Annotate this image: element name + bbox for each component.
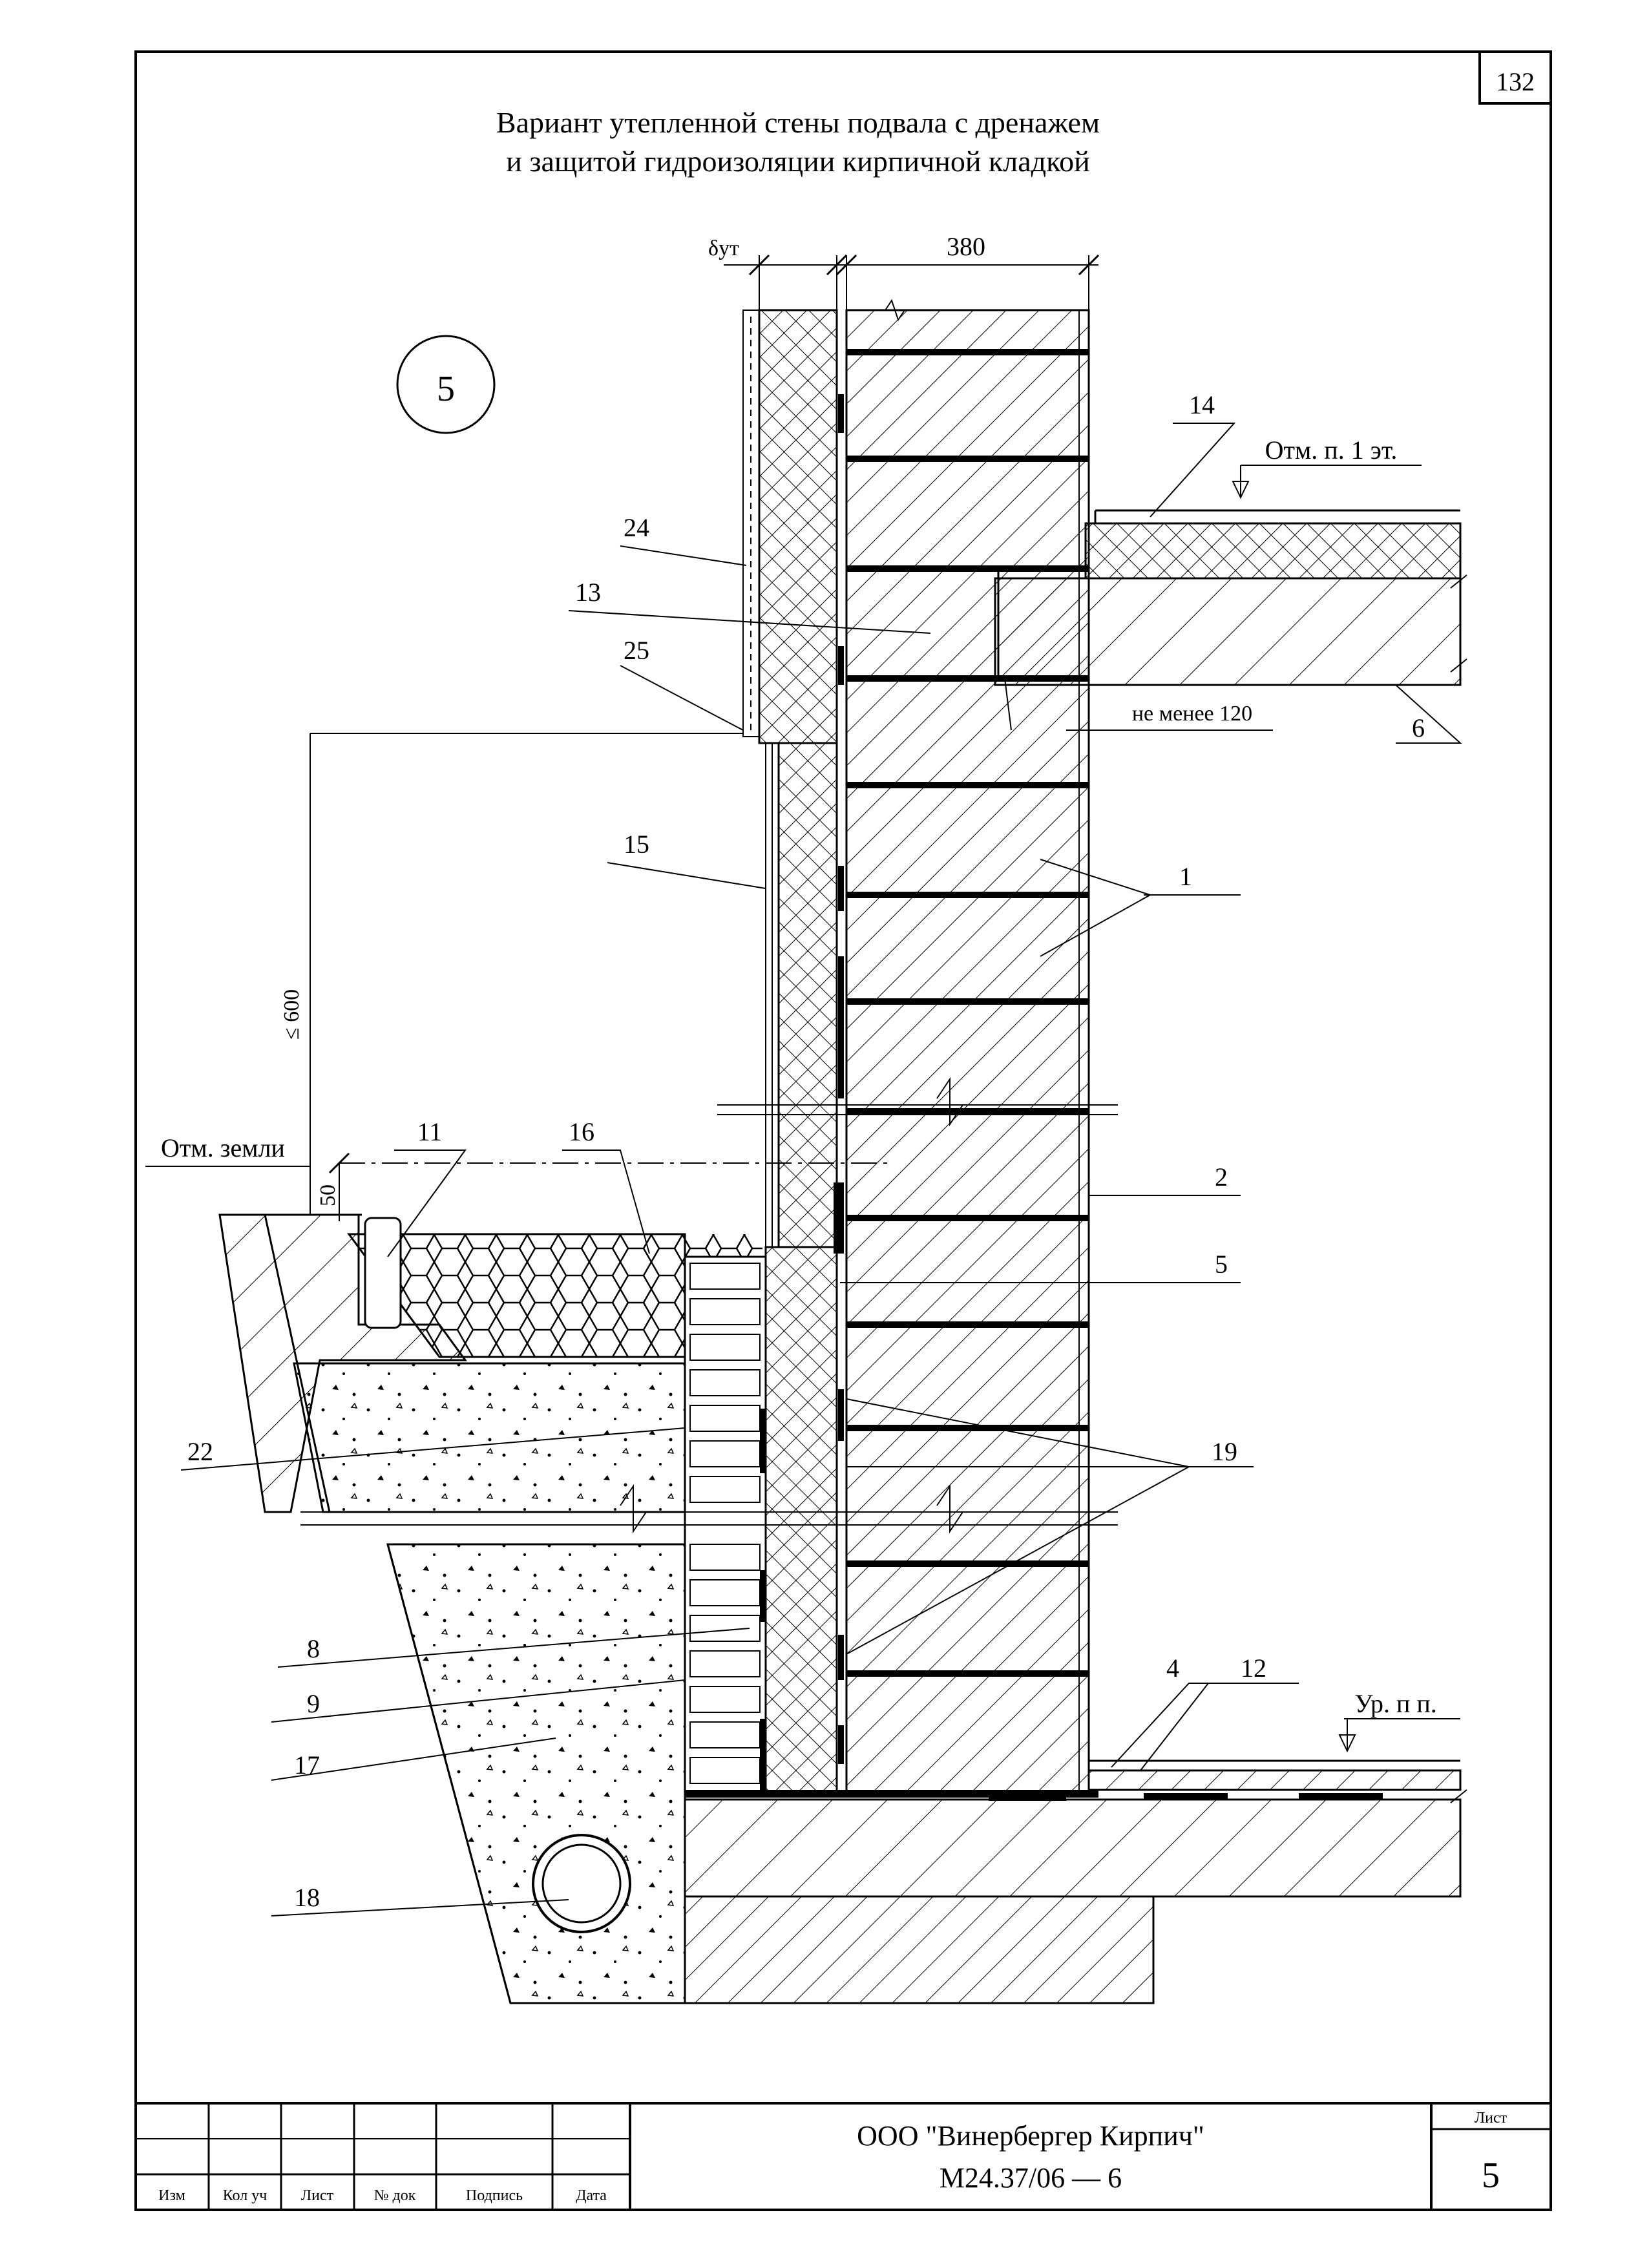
masonry-wall — [836, 309, 1090, 1794]
foundation-block — [684, 1895, 1155, 2004]
detail-marker: 5 — [396, 335, 496, 434]
basement-floor-buildup — [1087, 1769, 1462, 1791]
gravel-layer — [347, 1233, 686, 1358]
insulation-middle — [777, 742, 838, 1248]
level-ground: Отм. земли — [161, 1133, 285, 1162]
tb-col-rev: Изм — [158, 2187, 185, 2204]
insulation-lower — [764, 1246, 838, 1794]
callout-5: 5 — [1215, 1250, 1228, 1279]
callout-6: 6 — [1412, 713, 1425, 742]
top-dimensions — [724, 254, 1100, 310]
callout-leaders — [180, 423, 1462, 1916]
min-support-label: не менее 120 — [1132, 702, 1252, 726]
height-dimension — [310, 733, 892, 1221]
callout-18: 18 — [294, 1883, 320, 1912]
callout-13: 13 — [575, 578, 601, 607]
callout-4: 4 — [1166, 1654, 1179, 1683]
page-number: 132 — [1496, 67, 1535, 96]
break-lines — [300, 299, 1118, 1534]
callout-15: 15 — [624, 830, 649, 859]
page-number-box — [1478, 50, 1552, 105]
callout-1: 1 — [1179, 862, 1192, 891]
ground-offset-label: 50 — [316, 1184, 340, 1206]
insulation-thickness-label: δут — [708, 236, 739, 260]
blind-area-edge — [364, 1217, 402, 1329]
detail-number: 5 — [437, 369, 455, 409]
callout-24: 24 — [624, 513, 649, 542]
tb-col-signature: Подпись — [466, 2187, 523, 2204]
tb-sheet-label: Лист — [1475, 2110, 1507, 2126]
tb-col-qty: Кол уч — [223, 2187, 268, 2204]
drainage-pipe — [532, 1834, 631, 1933]
tb-company: ООО "Винербергер Кирпич" — [857, 2120, 1204, 2152]
facade-finish — [742, 310, 760, 737]
tb-col-sheet: Лист — [301, 2187, 334, 2204]
callout-16: 16 — [569, 1117, 594, 1146]
level-first-floor: Отм. п. 1 эт. — [1265, 436, 1398, 465]
insulation-upper — [758, 309, 838, 744]
callout-22: 22 — [187, 1437, 213, 1466]
callout-14: 14 — [1189, 390, 1215, 419]
tb-document: М24.37/06 — 6 — [940, 2162, 1122, 2194]
wall-thickness-label: 380 — [947, 232, 985, 261]
tb-col-date: Дата — [576, 2187, 607, 2204]
foundation-waterproofing — [685, 1790, 1383, 1801]
callout-19: 19 — [1212, 1437, 1237, 1466]
floor-insulation — [1084, 522, 1462, 580]
title-line-1: Вариант утепленной стены подвала с дрена… — [496, 106, 1100, 139]
height-limit-label: ≤ 600 — [280, 989, 304, 1040]
foundation-slab — [684, 1798, 1462, 1898]
callout-11: 11 — [417, 1117, 443, 1146]
tb-col-doc: № док — [374, 2187, 416, 2204]
tb-sheet-number: 5 — [1482, 2156, 1500, 2196]
waterproofing — [760, 394, 844, 1796]
level-basement-floor: Ур. п п. — [1354, 1689, 1437, 1718]
sand-backfill-lower — [386, 1543, 686, 2004]
callout-2: 2 — [1215, 1162, 1228, 1192]
title-block — [134, 2102, 1552, 2211]
sand-backfill-upper — [293, 1362, 686, 1513]
callout-25: 25 — [624, 636, 649, 665]
callout-9: 9 — [307, 1689, 320, 1718]
level-marks — [145, 465, 1460, 1753]
title-line-2: и защитой гидроизоляции кирпичной кладко… — [506, 145, 1089, 178]
callout-8: 8 — [307, 1634, 320, 1663]
callout-12: 12 — [1241, 1654, 1266, 1683]
callout-17: 17 — [294, 1750, 320, 1780]
